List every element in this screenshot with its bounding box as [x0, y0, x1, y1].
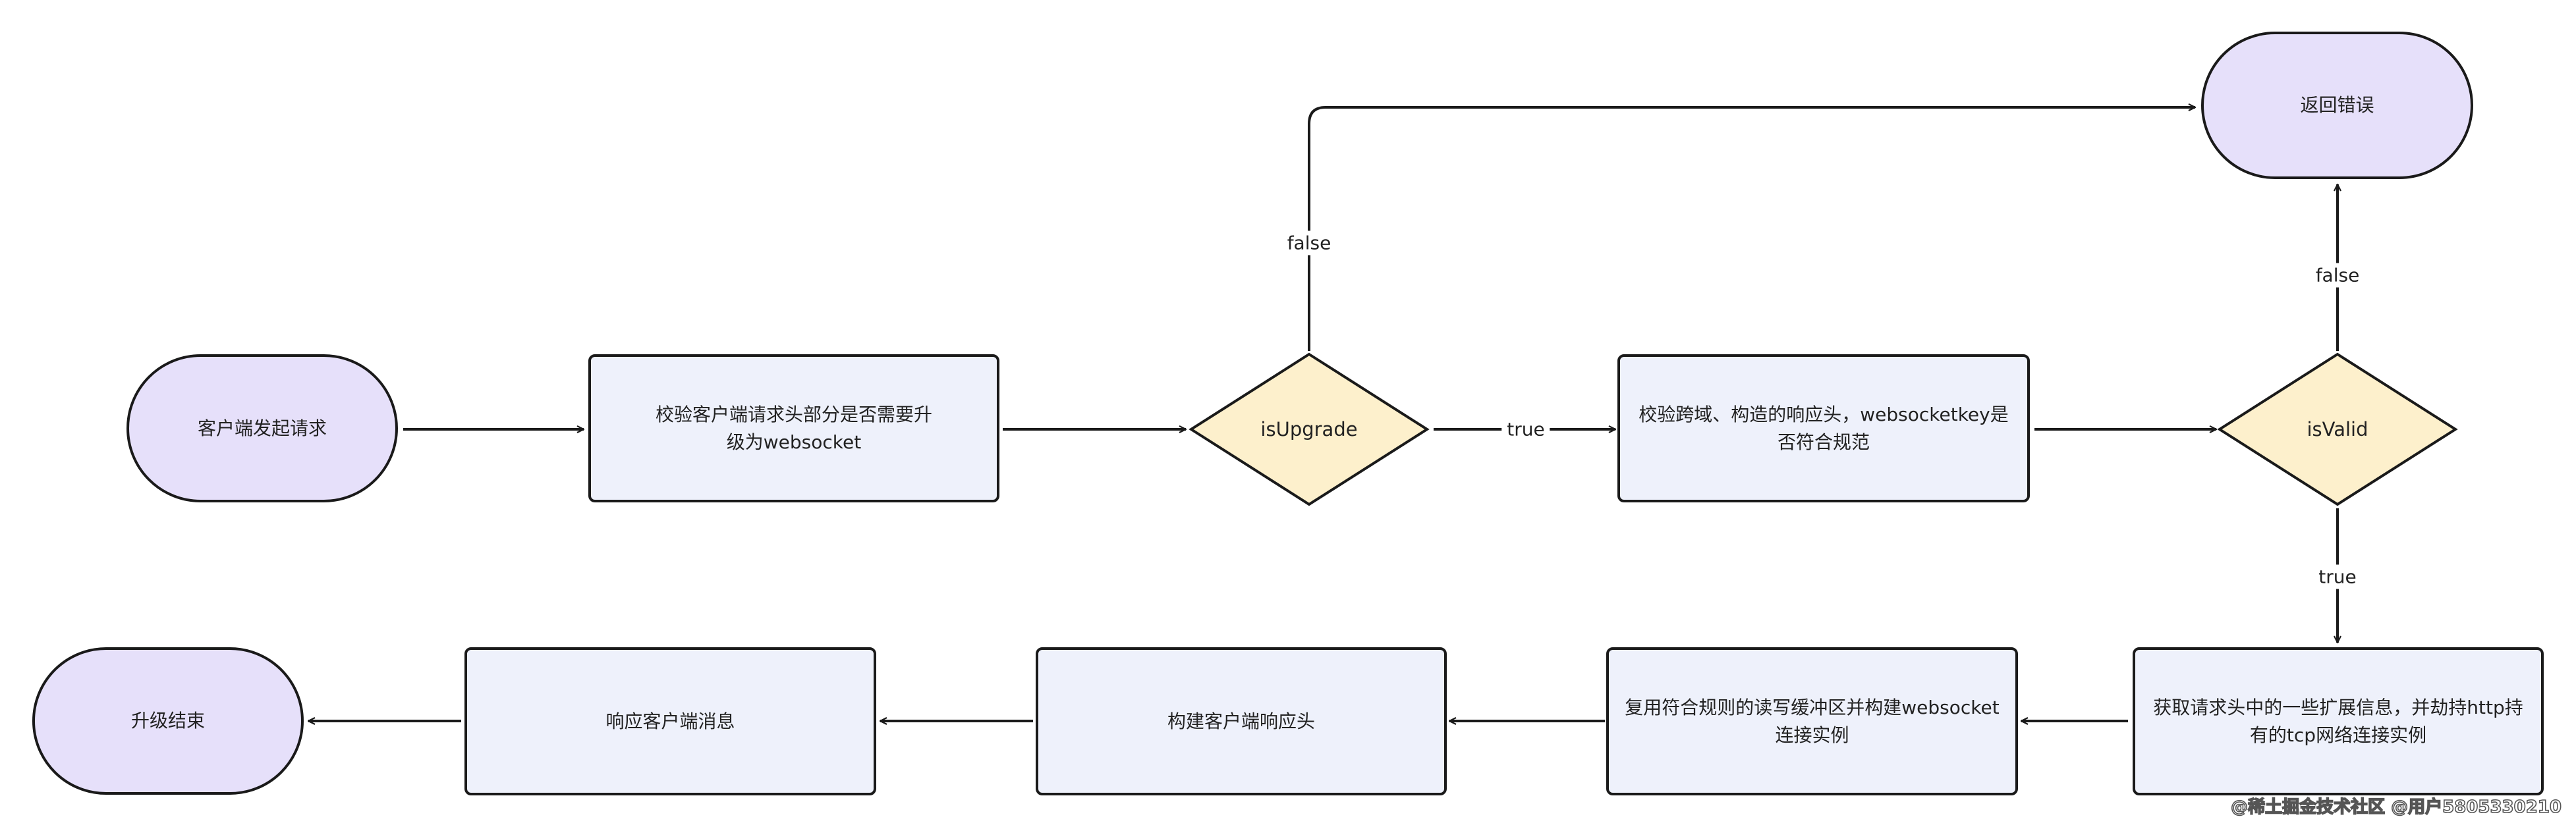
node-start: 客户端发起请求 [126, 354, 398, 502]
edge-label-valid-false: false [2310, 263, 2365, 288]
node-return-error: 返回错误 [2201, 32, 2473, 179]
node-check-upgrade: 校验客户端请求头部分是否需要升级为websocket [588, 354, 999, 502]
decision-is-valid-shape [2217, 352, 2458, 506]
node-check-origin: 校验跨域、构造的响应头，websocketkey是否符合规范 [1617, 354, 2030, 502]
node-respond-label: 响应客户端消息 [605, 710, 735, 732]
edge-label-upgrade-true: true [1501, 417, 1550, 442]
node-check-origin-label: 校验跨域、构造的响应头，websocketkey是否符合规范 [1638, 403, 2009, 453]
edge-is-upgrade-false-to-error [1308, 107, 2195, 351]
node-hijack: 获取请求头中的一些扩展信息，并劫持http持有的tcp网络连接实例 [2133, 647, 2544, 795]
node-reuse-buffer-label: 复用符合规则的读写缓冲区并构建websocket连接实例 [1625, 696, 2000, 746]
node-respond: 响应客户端消息 [464, 647, 876, 795]
edge-label-upgrade-false: false [1281, 230, 1337, 255]
node-end-label: 升级结束 [130, 710, 205, 732]
decision-is-valid-label: isValid [2307, 418, 2368, 440]
node-reuse-buffer: 复用符合规则的读写缓冲区并构建websocket连接实例 [1606, 647, 2018, 795]
edge-label-valid-true: true [2313, 564, 2362, 589]
decision-is-upgrade-label: isUpgrade [1260, 418, 1358, 440]
node-build-header-label: 构建客户端响应头 [1167, 710, 1315, 732]
node-build-header: 构建客户端响应头 [1036, 647, 1447, 795]
node-check-upgrade-label: 校验客户端请求头部分是否需要升级为websocket [656, 403, 933, 453]
node-hijack-label: 获取请求头中的一些扩展信息，并劫持http持有的tcp网络连接实例 [2153, 696, 2523, 746]
node-start-label: 客户端发起请求 [197, 417, 327, 439]
watermark: @稀土掘金技术社区 @用户5805330210 [2230, 797, 2562, 818]
decision-is-upgrade-shape [1189, 352, 1430, 506]
node-return-error-label: 返回错误 [2300, 94, 2374, 116]
node-end: 升级结束 [32, 647, 304, 795]
